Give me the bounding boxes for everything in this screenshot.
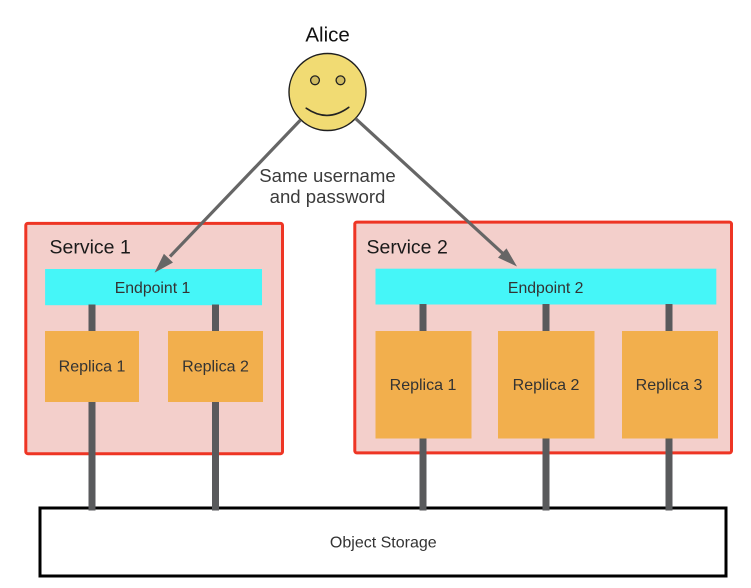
svg-text:Replica 1: Replica 1	[390, 377, 457, 394]
svg-text:Alice: Alice	[305, 24, 349, 47]
svg-text:Replica 1: Replica 1	[59, 359, 126, 376]
svg-text:Service 1: Service 1	[50, 237, 131, 259]
svg-text:Endpoint 1: Endpoint 1	[115, 280, 191, 297]
svg-text:and password: and password	[270, 186, 386, 207]
svg-text:Replica 2: Replica 2	[513, 377, 580, 394]
svg-text:Object Storage: Object Storage	[330, 535, 437, 552]
svg-text:Replica 3: Replica 3	[636, 377, 703, 394]
svg-text:Service 2: Service 2	[367, 237, 448, 259]
svg-text:Replica 2: Replica 2	[182, 359, 249, 376]
svg-text:Same username: Same username	[259, 165, 395, 186]
svg-text:Endpoint 2: Endpoint 2	[508, 280, 584, 297]
